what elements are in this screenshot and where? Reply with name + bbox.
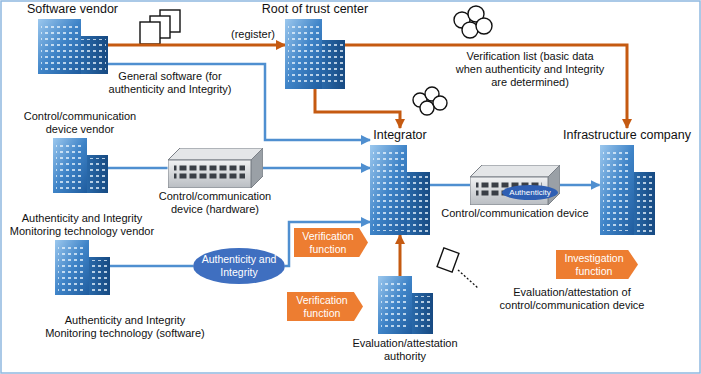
- annotation-label: Authenticity and Integrity Monitoring te…: [40, 314, 210, 340]
- node-text: Authenticity and Integrity Monitoring te…: [2, 212, 162, 238]
- oval-badge: Authenticity and Integrity: [193, 248, 285, 284]
- building-icon: [53, 138, 108, 193]
- annotation-label: Evaluation/attestation of control/commun…: [472, 286, 672, 312]
- node-text: Control/communication device: [441, 207, 588, 220]
- flow-arrow: [560, 184, 600, 187]
- flow-arrow: [108, 167, 168, 170]
- building-icon: [378, 276, 433, 334]
- function-arrow-box: Verification function: [287, 292, 363, 321]
- organization-node: Software vendor: [10, 2, 135, 74]
- device-icon: [470, 165, 560, 205]
- organization-node: Control/communication device vendor: [15, 110, 145, 193]
- node-text: Verification function: [290, 294, 354, 319]
- organization-node: Integrator: [355, 128, 445, 235]
- node-text: Authenticity: [509, 188, 550, 198]
- device-node: Control/communication device Authenticity: [440, 165, 590, 220]
- flow-arrow: [430, 184, 470, 187]
- flow-arrow: [285, 222, 370, 266]
- node-text: Authenticity and Integrity: [193, 253, 285, 278]
- device-icon: [168, 148, 263, 188]
- flow-arrow: [399, 235, 402, 276]
- node-text: Investigation function: [559, 252, 629, 277]
- node-text: Control/communication device vendor: [15, 110, 145, 136]
- annotation-label: General software (for authenticity and I…: [95, 70, 245, 96]
- node-text: Control/communication device (hardware): [150, 190, 280, 216]
- building-icon: [285, 19, 345, 89]
- documents-icon: [140, 10, 180, 44]
- building-icon: [370, 145, 430, 235]
- organization-node: Authenticity and Integrity Monitoring te…: [2, 212, 162, 295]
- chip-badge: Authenticity: [502, 185, 558, 200]
- function-arrow-box: Verification function: [294, 228, 368, 257]
- building-icon: [38, 19, 108, 74]
- node-text: Evaluation/attestation authority: [330, 337, 480, 363]
- flow-arrow: [108, 44, 286, 47]
- building-icon: [55, 240, 110, 295]
- flow-arrow: [110, 265, 194, 268]
- node-text: Verification function: [297, 230, 359, 255]
- node-text: Software vendor: [27, 2, 118, 17]
- flow-arrow: [263, 167, 371, 170]
- flow-arrow: [315, 89, 400, 128]
- node-text: Infrastructure company: [563, 128, 691, 143]
- data-circles-icon: [413, 87, 447, 115]
- function-arrow-box: Investigation function: [556, 250, 638, 279]
- node-text: Root of trust center: [262, 2, 368, 17]
- data-circles-icon: [454, 6, 492, 38]
- flow-arrow: [345, 45, 627, 128]
- annotation-label: Verification list (basic data when authe…: [455, 50, 605, 90]
- annotation-label: (register): [225, 28, 281, 41]
- device-node: Control/communication device (hardware): [150, 148, 280, 216]
- certificate-icon: [437, 248, 478, 288]
- node-text: Integrator: [373, 128, 427, 143]
- organization-node: Root of trust center: [240, 2, 390, 89]
- building-icon: [600, 145, 655, 235]
